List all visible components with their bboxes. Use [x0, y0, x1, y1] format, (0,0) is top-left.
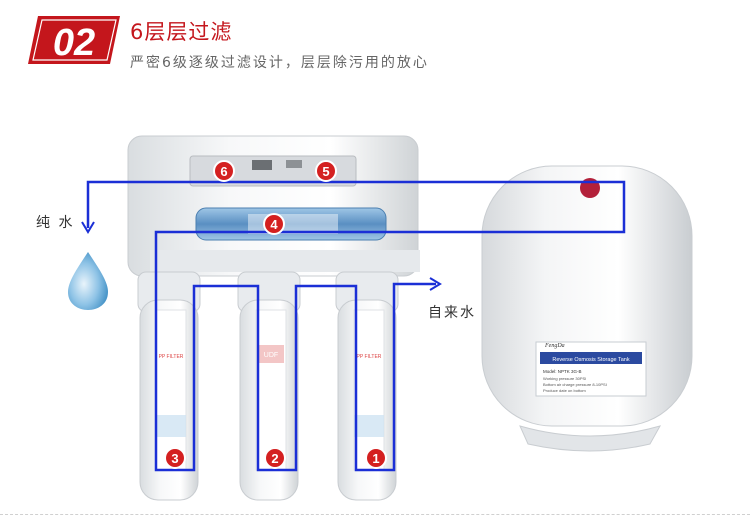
stage-marker-6: 6	[213, 160, 235, 182]
water-drop-icon	[68, 252, 108, 310]
tap-water-arrow-icon	[429, 277, 442, 291]
stage-badge: 02	[28, 16, 120, 64]
tank-info-3: Produce date on bottom	[543, 388, 586, 393]
page-subtitle: 严密6级逐级过滤设计，层层除污用的放心	[130, 55, 429, 71]
cartridge-middle-label: UDF	[264, 352, 278, 359]
tank-brand: FengDa	[544, 343, 565, 349]
stage-number-6: 6	[220, 164, 227, 179]
stage-marker-4: 4	[263, 213, 285, 235]
stage-number-1: 1	[372, 451, 379, 466]
stage-number-5: 5	[322, 164, 329, 179]
cartridge-right-label: PP FILTER	[357, 354, 382, 360]
cartridge-right: PP FILTER	[335, 271, 399, 501]
pure-water-label: 纯 水	[36, 215, 75, 231]
tank-model: Model: NPTK 3G-B	[543, 369, 582, 374]
stage-number-2: 2	[271, 451, 278, 466]
badge-number: 02	[53, 22, 95, 64]
tank-info-1: Working pressure 30PSI	[543, 376, 586, 381]
divider	[0, 514, 750, 515]
flow-path	[86, 180, 626, 472]
cartridge-left: PP FILTER	[137, 271, 201, 501]
stage-marker-3: 3	[164, 447, 186, 469]
stage-number-3: 3	[171, 451, 178, 466]
tank-label: Reverse Osmosis Storage Tank	[552, 357, 629, 363]
pure-water-arrow-icon	[81, 221, 95, 234]
stage-marker-2: 2	[264, 447, 286, 469]
tank-info-2: Bottom air charge pressure 8-10PSI	[543, 382, 607, 387]
stage-marker-1: 1	[365, 447, 387, 469]
stage-number-4: 4	[270, 217, 278, 232]
page-title: 6层层过滤	[130, 20, 233, 44]
tap-water-label: 自来水	[428, 305, 476, 321]
stage-marker-5: 5	[315, 160, 337, 182]
cartridge-left-label: PP FILTER	[159, 354, 184, 360]
cartridge-middle: UDF	[237, 271, 301, 501]
storage-tank: FengDa Reverse Osmosis Storage Tank Mode…	[481, 165, 693, 452]
